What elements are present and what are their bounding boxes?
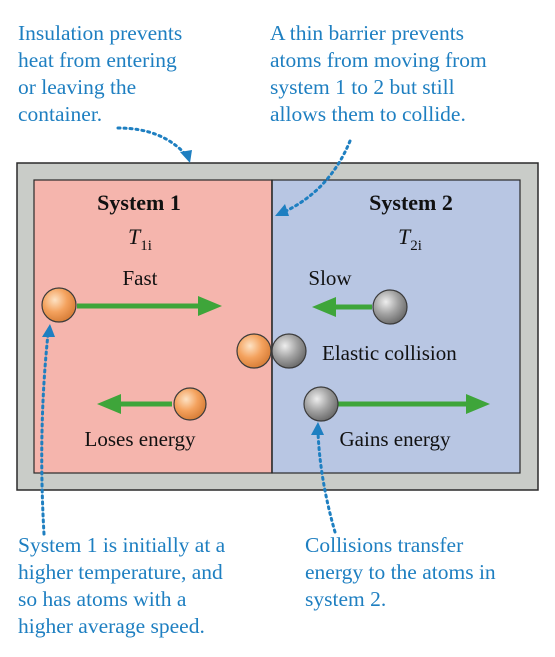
note-line: Insulation prevents — [18, 21, 183, 45]
system1-temperature-symbol: T1i — [128, 224, 152, 254]
note-line: higher average speed. — [18, 614, 205, 638]
system1-atom-leader-arrow — [40, 324, 55, 536]
note-line: higher temperature, and — [18, 560, 223, 584]
energized-atom — [303, 386, 339, 422]
note-line: energy to the atoms in — [305, 560, 496, 584]
insulation-note: Insulation prevents heat from entering o… — [18, 20, 182, 128]
loses-energy-velocity-arrow — [97, 394, 172, 414]
slowing-atom — [173, 387, 207, 421]
collision-leader-arrow — [311, 422, 337, 534]
slow-label: Slow — [308, 266, 352, 290]
colliding-atom-system2 — [271, 333, 307, 369]
note-line: heat from entering — [18, 48, 177, 72]
fast-label: Fast — [122, 266, 157, 290]
system1-temperature-note: System 1 is initially at a higher temper… — [18, 532, 225, 640]
note-line: system 1 to 2 but still — [270, 75, 455, 99]
gains-energy-label: Gains energy — [340, 427, 451, 451]
slow-velocity-arrow — [312, 297, 372, 317]
system2-region — [271, 179, 521, 474]
note-line: or leaving the — [18, 75, 137, 99]
note-line: System 1 is initially at a — [18, 533, 226, 557]
fast-atom — [41, 287, 77, 323]
insulation-leader-arrow — [116, 126, 192, 163]
note-line: so has atoms with a — [18, 587, 187, 611]
note-line: allows them to collide. — [270, 102, 466, 126]
system1-region — [33, 179, 273, 474]
note-line: system 2. — [305, 587, 387, 611]
fast-velocity-arrow — [77, 296, 222, 316]
note-line: atoms from moving from — [270, 48, 487, 72]
note-line: Collisions transfer — [305, 533, 464, 557]
collision-transfer-note: Collisions transfer energy to the atoms … — [305, 532, 496, 613]
colliding-atom-system1 — [236, 333, 272, 369]
system2-temperature-symbol: T2i — [398, 224, 422, 254]
barrier-leader-arrow — [275, 139, 352, 216]
loses-energy-label: Loses energy — [85, 427, 196, 451]
note-line: A thin barrier prevents — [270, 21, 465, 45]
note-line: container. — [18, 102, 103, 126]
system2-title: System 2 — [369, 190, 453, 215]
barrier-note: A thin barrier prevents atoms from movin… — [270, 20, 487, 128]
slow-atom — [372, 289, 408, 325]
elastic-collision-label: Elastic collision — [322, 341, 457, 365]
system1-title: System 1 — [97, 190, 181, 215]
gains-energy-velocity-arrow — [338, 394, 490, 414]
